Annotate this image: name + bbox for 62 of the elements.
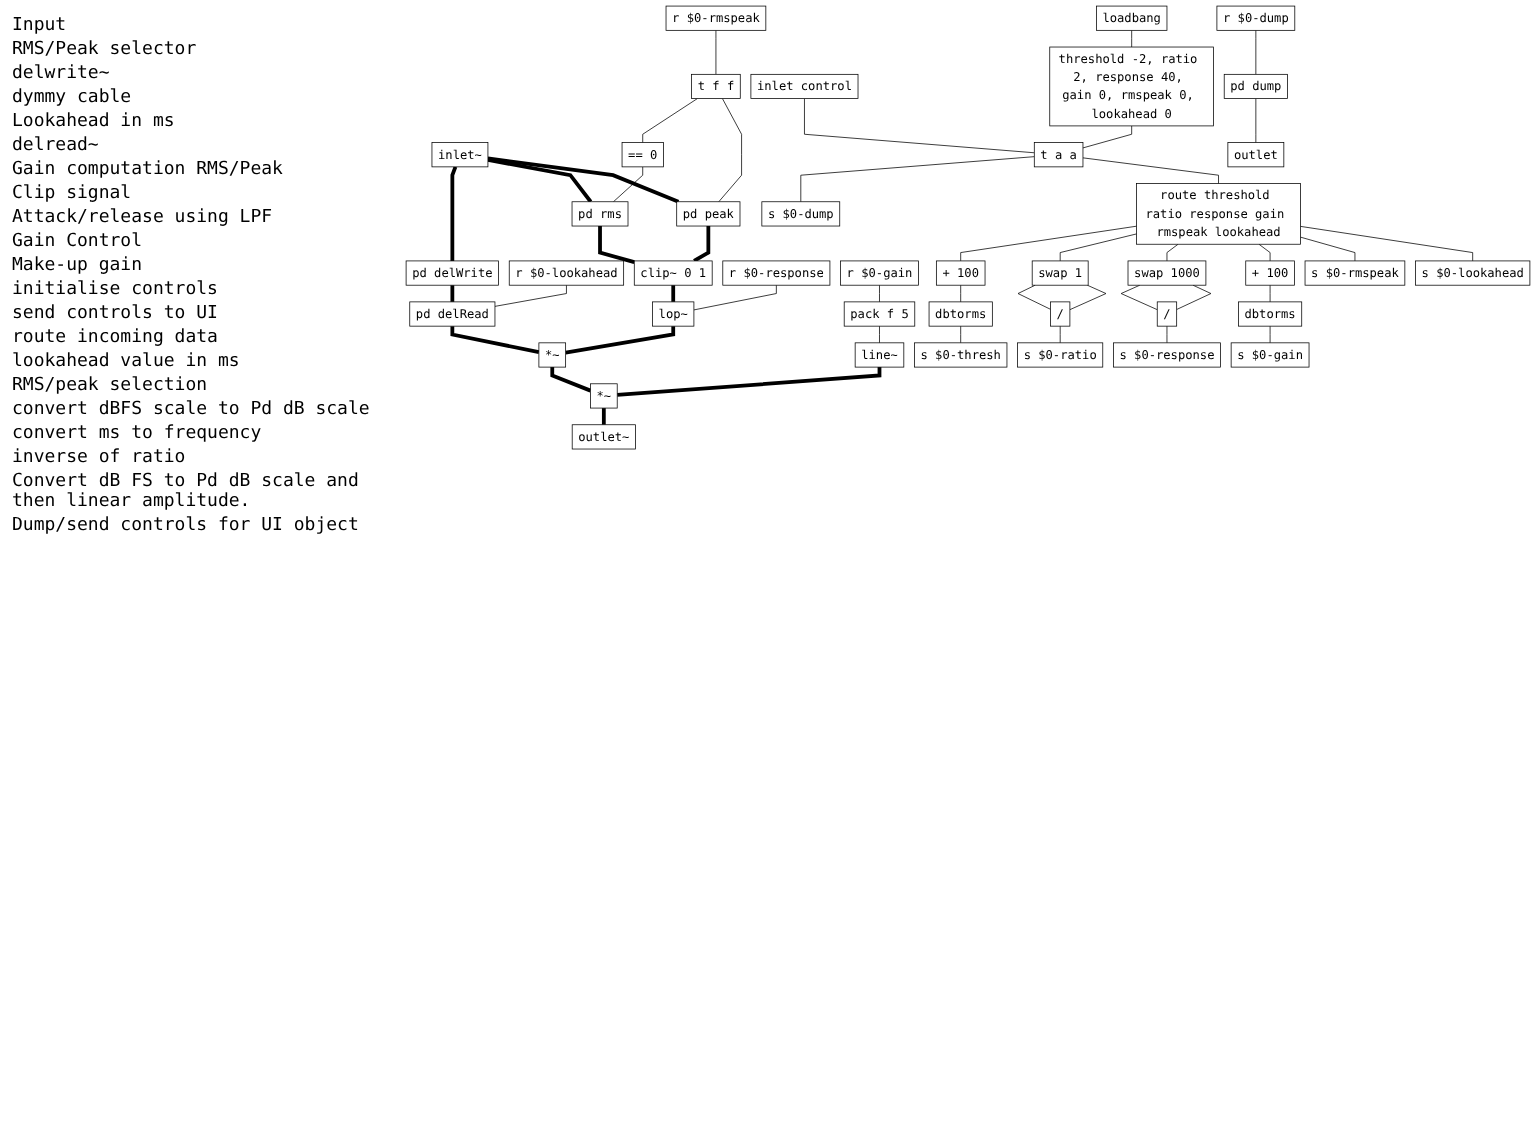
- connector: [487, 158, 593, 203]
- comment-text: Gain Control: [12, 232, 145, 252]
- connector: [671, 285, 676, 302]
- connector: [1176, 284, 1212, 310]
- connector: [617, 367, 882, 397]
- comment-text: RMS/Peak selector: [12, 40, 199, 60]
- connector: [879, 325, 880, 344]
- comment-text: Make-up gain: [12, 256, 145, 276]
- connector: [1255, 98, 1257, 143]
- connector: [1255, 29, 1257, 75]
- connector: [1269, 284, 1271, 303]
- connector: [1059, 325, 1061, 344]
- comment-text: convert dBFS scale to Pd dB scale: [12, 400, 372, 420]
- connector: [601, 408, 606, 425]
- comment-text: delwrite~: [12, 64, 112, 84]
- connector: [1017, 284, 1051, 310]
- comment-text: route incoming data: [12, 328, 220, 348]
- connector: [450, 326, 540, 355]
- connector: [1059, 233, 1137, 262]
- comment-text: RMS/peak selection: [12, 376, 210, 396]
- connector: [450, 166, 458, 261]
- connector: [1082, 125, 1133, 149]
- comment-text: send controls to UI: [12, 304, 220, 324]
- comment-text: inverse of ratio: [12, 448, 188, 468]
- connector: [494, 284, 567, 307]
- comment-text: initialise controls: [12, 280, 220, 300]
- connector: [1069, 284, 1107, 311]
- comment-text: lookahead value in ms: [12, 352, 242, 372]
- comment-text: Lookahead in ms: [12, 112, 177, 132]
- comment-text: Convert dB FS to Pd dB scale and then linear amplitude.: [12, 472, 361, 512]
- comment-text: Clip signal: [12, 184, 134, 204]
- comment-text: dymmy cable: [12, 88, 134, 108]
- connector: [960, 284, 962, 303]
- connector: [565, 326, 676, 355]
- comment-text: delread~: [12, 136, 101, 156]
- connector: [1166, 243, 1179, 262]
- comment-text: Gain computation RMS/Peak: [12, 160, 285, 180]
- connector: [1300, 226, 1474, 262]
- connector: [450, 285, 455, 302]
- connector: [487, 156, 680, 204]
- connector: [1166, 325, 1168, 344]
- connector: [960, 325, 962, 344]
- connector: [1120, 284, 1158, 311]
- comment-text: Dump/send controls for UI object: [12, 516, 361, 536]
- connector: [693, 284, 777, 311]
- connector: [1131, 29, 1133, 48]
- connector: [642, 98, 698, 143]
- connector: [804, 98, 1035, 154]
- connector: [960, 225, 1137, 262]
- comment-text: Input: [12, 16, 69, 36]
- connector: [1082, 157, 1219, 184]
- comment-text: convert ms to frequency: [12, 424, 264, 444]
- connector: [1258, 243, 1271, 262]
- connector: [718, 98, 742, 203]
- connector: [879, 284, 880, 303]
- connector: [550, 367, 592, 393]
- connector: [1269, 325, 1271, 344]
- connector: [800, 156, 1035, 203]
- connector: [613, 166, 644, 203]
- connector: [1300, 236, 1356, 262]
- comment-text: Attack/release using LPF: [12, 208, 275, 228]
- connector: [715, 29, 717, 75]
